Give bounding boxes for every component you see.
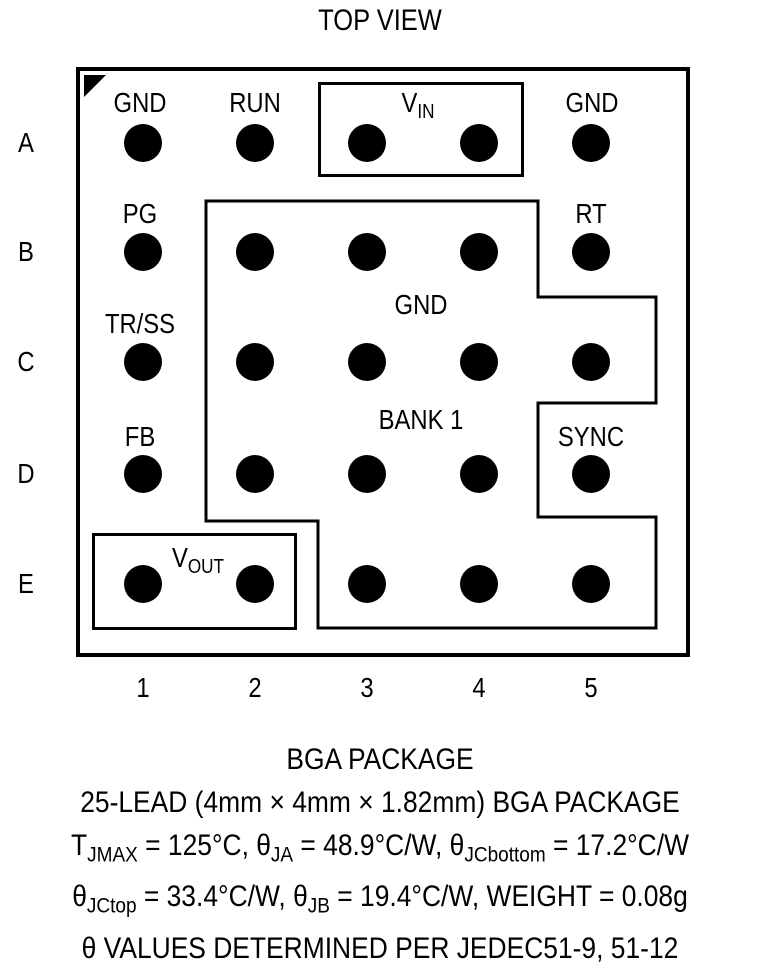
ball-a2 <box>236 124 274 162</box>
ball-c2 <box>236 343 274 381</box>
diagram-title: TOP VIEW <box>318 4 442 37</box>
label-run: RUN <box>229 87 281 118</box>
ball-d1 <box>124 455 162 493</box>
ball-a1 <box>124 124 162 162</box>
ball-b2 <box>236 233 274 271</box>
row-label-d: D <box>17 458 35 489</box>
ball-e4 <box>460 565 498 603</box>
col-label-3: 3 <box>360 672 374 703</box>
row-label-e: E <box>18 568 34 599</box>
ball-c3 <box>348 343 386 381</box>
col-label-4: 4 <box>472 672 486 703</box>
ball-d2 <box>236 455 274 493</box>
ball-e2 <box>236 565 274 603</box>
ball-c1 <box>124 343 162 381</box>
ball-a5 <box>572 124 610 162</box>
row-label-a: A <box>18 127 34 158</box>
ball-e5 <box>572 565 610 603</box>
ball-b4 <box>460 233 498 271</box>
ball-b5 <box>572 233 610 271</box>
ball-d4 <box>460 455 498 493</box>
ball-c4 <box>460 343 498 381</box>
ball-b1 <box>124 233 162 271</box>
ball-d5 <box>572 455 610 493</box>
notes-line-5: θ VALUES DETERMINED PER JEDEC51-9, 51-12 <box>81 931 679 965</box>
col-label-2: 2 <box>248 672 262 703</box>
pin1-marker <box>84 75 106 97</box>
label-gnd-a5: GND <box>565 87 619 118</box>
label-fb: FB <box>124 421 156 452</box>
ball-d3 <box>348 455 386 493</box>
label-vin: VIN <box>401 87 435 124</box>
ball-c5 <box>572 343 610 381</box>
label-trss: TR/SS <box>104 308 176 339</box>
notes-line-2: 25-LEAD (4mm × 4mm × 1.82mm) BGA PACKAGE <box>80 786 680 819</box>
vin-group-box <box>318 82 524 177</box>
ball-e3 <box>348 565 386 603</box>
vout-group-box <box>92 533 297 630</box>
col-label-5: 5 <box>584 672 598 703</box>
package-outline <box>76 67 690 657</box>
label-gnd-a1: GND <box>113 87 167 118</box>
label-rt: RT <box>575 198 607 229</box>
label-gnd-bank: GND <box>394 289 448 320</box>
ball-a4 <box>460 124 498 162</box>
label-pg: PG <box>122 198 158 229</box>
row-label-c: C <box>17 346 35 377</box>
row-label-b: B <box>18 236 34 267</box>
ball-a3 <box>348 124 386 162</box>
notes-line-4: θJCtop = 33.4°C/W, θJB = 19.4°C/W, WEIGH… <box>72 880 688 918</box>
label-bank1: BANK 1 <box>378 404 464 435</box>
notes-line-1: BGA PACKAGE <box>286 743 474 776</box>
label-sync: SYNC <box>557 421 625 452</box>
label-vout: VOUT <box>171 542 225 579</box>
package-notes: BGA PACKAGE 25-LEAD (4mm × 4mm × 1.82mm)… <box>0 738 760 970</box>
col-label-1: 1 <box>136 672 150 703</box>
ball-b3 <box>348 233 386 271</box>
ball-e1 <box>124 565 162 603</box>
notes-line-3: TJMAX = 125°C, θJA = 48.9°C/W, θJCbottom… <box>70 829 690 867</box>
